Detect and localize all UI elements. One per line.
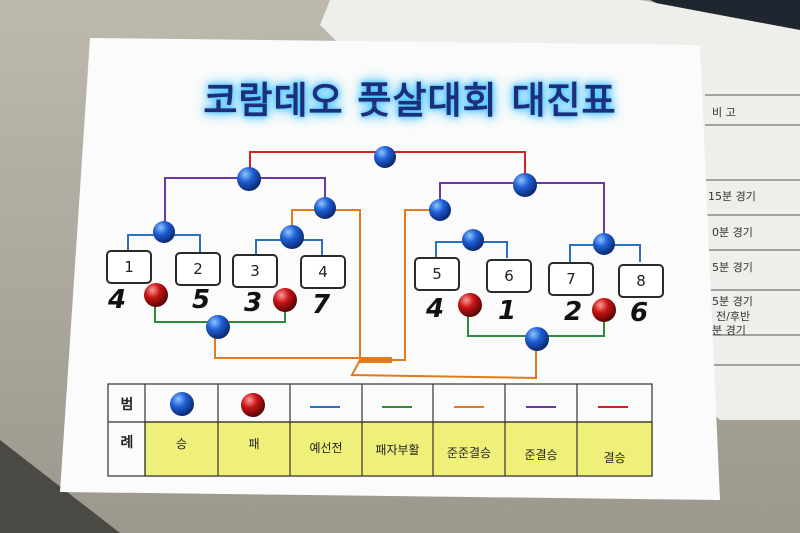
team-box-3: 3 <box>232 254 278 288</box>
legend-item-repechage: 패자부활 <box>375 443 420 457</box>
score-team-5: 4 <box>426 294 445 324</box>
team-box-1: 1 <box>106 250 152 284</box>
score-team-6: 1 <box>498 296 517 326</box>
score-team-3: 3 <box>244 288 263 318</box>
legend-item-quarterfinal: 준준결승 <box>446 446 492 460</box>
team-box-5: 5 <box>414 257 460 291</box>
legend-swatches <box>170 392 628 417</box>
legend-item-semifinal: 준결승 <box>524 448 558 462</box>
table-shadow <box>0 440 120 533</box>
lose-balls <box>144 283 616 322</box>
poster-title: 코람데오 풋살대회 대진표 <box>203 79 617 122</box>
win-balls <box>153 146 615 351</box>
score-team-2: 5 <box>192 285 211 315</box>
team-box-2: 2 <box>175 252 221 286</box>
side-sheet-line: 15분 경기 <box>708 190 756 203</box>
legend-label-top: 범 <box>120 397 134 413</box>
score-team-7: 2 <box>564 297 583 327</box>
score-team-1: 4 <box>108 285 127 315</box>
score-team-8: 6 <box>630 298 649 328</box>
side-sheet-line: 5분 경기 <box>712 295 753 308</box>
legend-item-final: 결승 <box>603 451 626 465</box>
side-sheet-line: 5분 경기 <box>712 261 753 274</box>
side-sheet-line: 분 경기 <box>712 324 746 337</box>
side-sheet-line: 0분 경기 <box>712 226 753 239</box>
legend-item-preliminary: 예선전 <box>309 441 343 455</box>
legend-item-lose: 패 <box>248 437 260 451</box>
team-box-4: 4 <box>300 255 346 289</box>
legend-label-bottom: 례 <box>120 435 134 451</box>
side-sheet-grid <box>705 94 800 366</box>
score-team-4: 7 <box>312 290 331 320</box>
team-box-7: 7 <box>548 262 594 296</box>
side-sheet-remark-header: 비 고 <box>712 106 736 119</box>
side-sheet-line: 전/후반 <box>716 310 751 323</box>
legend-table <box>107 383 653 477</box>
team-box-6: 6 <box>486 259 532 293</box>
legend-item-win: 승 <box>175 437 188 451</box>
team-box-8: 8 <box>618 264 664 298</box>
